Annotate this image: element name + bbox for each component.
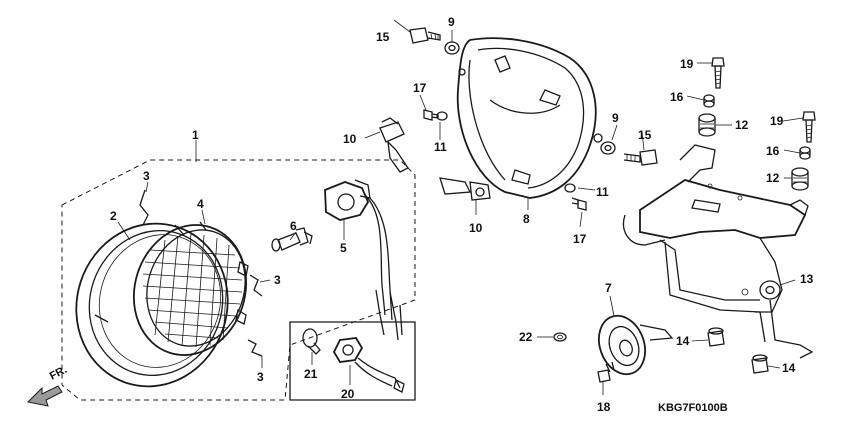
callout-15-top: 15 bbox=[376, 30, 390, 44]
rubber-mount-upper bbox=[698, 113, 716, 137]
bulb-socket-harness bbox=[324, 179, 403, 341]
spring-clip-bottom bbox=[247, 339, 263, 357]
screw-upper bbox=[423, 109, 439, 121]
callout-13: 13 bbox=[800, 272, 814, 286]
case-mount-lower bbox=[439, 177, 491, 201]
callout-11-bottom: 11 bbox=[596, 185, 609, 199]
callout-12-right: 12 bbox=[766, 171, 780, 185]
socket-inset-boundary bbox=[289, 321, 416, 401]
case-mount-upper bbox=[379, 117, 409, 173]
callout-14-right: 14 bbox=[782, 361, 796, 375]
callout-19-top: 19 bbox=[680, 57, 694, 71]
spring-clip-top bbox=[139, 189, 149, 226]
callout-3-right: 3 bbox=[274, 273, 281, 287]
callout-19-right: 19 bbox=[770, 114, 784, 128]
leader-lines bbox=[117, 19, 804, 395]
callout-4: 4 bbox=[197, 197, 204, 211]
grommet-14-upper bbox=[707, 327, 725, 347]
headlight-bracket-stay bbox=[622, 144, 814, 359]
washer-upper bbox=[436, 111, 448, 121]
callout-3-bottom: 3 bbox=[257, 370, 264, 384]
front-direction-indicator: FR. bbox=[26, 364, 69, 407]
callout-11-top: 11 bbox=[434, 140, 447, 154]
front-direction-label: FR. bbox=[48, 364, 69, 383]
callout-9-right: 9 bbox=[612, 111, 619, 125]
callout-labels: 1 2 3 4 3 3 6 5 21 20 15 9 17 11 10 10 8… bbox=[110, 15, 814, 414]
bolt-top bbox=[409, 27, 441, 44]
headlight-lens-unit bbox=[132, 221, 249, 356]
callout-15-right: 15 bbox=[638, 128, 652, 142]
callout-9-top: 9 bbox=[448, 15, 455, 29]
callout-22: 22 bbox=[519, 330, 533, 344]
position-bulb bbox=[302, 328, 321, 355]
bolt-19-upper bbox=[711, 57, 725, 89]
callout-16-right: 16 bbox=[766, 144, 780, 158]
callout-12-top: 12 bbox=[735, 118, 749, 132]
horn-bolt bbox=[597, 361, 615, 383]
screw-lower bbox=[571, 197, 587, 211]
bolt-right bbox=[623, 149, 658, 166]
position-socket-harness bbox=[332, 337, 405, 393]
callout-2: 2 bbox=[110, 209, 117, 223]
callout-17-bottom: 17 bbox=[573, 232, 587, 246]
callout-18: 18 bbox=[597, 400, 611, 414]
callout-10-bottom: 10 bbox=[469, 221, 483, 235]
diagram-reference-code: KBG7F0100B bbox=[658, 402, 728, 414]
callout-20: 20 bbox=[341, 387, 355, 401]
callout-6: 6 bbox=[290, 219, 297, 233]
rubber-mount-lower bbox=[791, 167, 809, 191]
grommet-14-lower bbox=[751, 354, 769, 374]
headlight-rim bbox=[75, 222, 229, 388]
headlight-case bbox=[456, 37, 603, 199]
callout-8: 8 bbox=[523, 212, 530, 226]
callout-16-top: 16 bbox=[670, 90, 684, 104]
bolt-19-lower bbox=[802, 111, 816, 143]
callout-5: 5 bbox=[340, 241, 347, 255]
collar-16-upper bbox=[703, 94, 715, 108]
collar-right bbox=[600, 141, 616, 155]
callout-14-left: 14 bbox=[676, 334, 690, 348]
spring-clip-right bbox=[249, 274, 263, 297]
callout-10-top: 10 bbox=[343, 132, 357, 146]
callout-7: 7 bbox=[605, 281, 612, 295]
headlight-bulb bbox=[271, 227, 313, 252]
washer-lower bbox=[564, 183, 576, 193]
callout-17-top: 17 bbox=[413, 81, 427, 95]
callout-3-top: 3 bbox=[143, 169, 150, 183]
callout-21: 21 bbox=[304, 367, 318, 381]
horn bbox=[598, 314, 674, 376]
front-arrow-icon bbox=[26, 385, 63, 407]
collar-top bbox=[444, 41, 460, 55]
callout-1: 1 bbox=[192, 128, 199, 142]
collar-16-lower bbox=[799, 146, 811, 160]
clip-nut bbox=[553, 332, 567, 342]
